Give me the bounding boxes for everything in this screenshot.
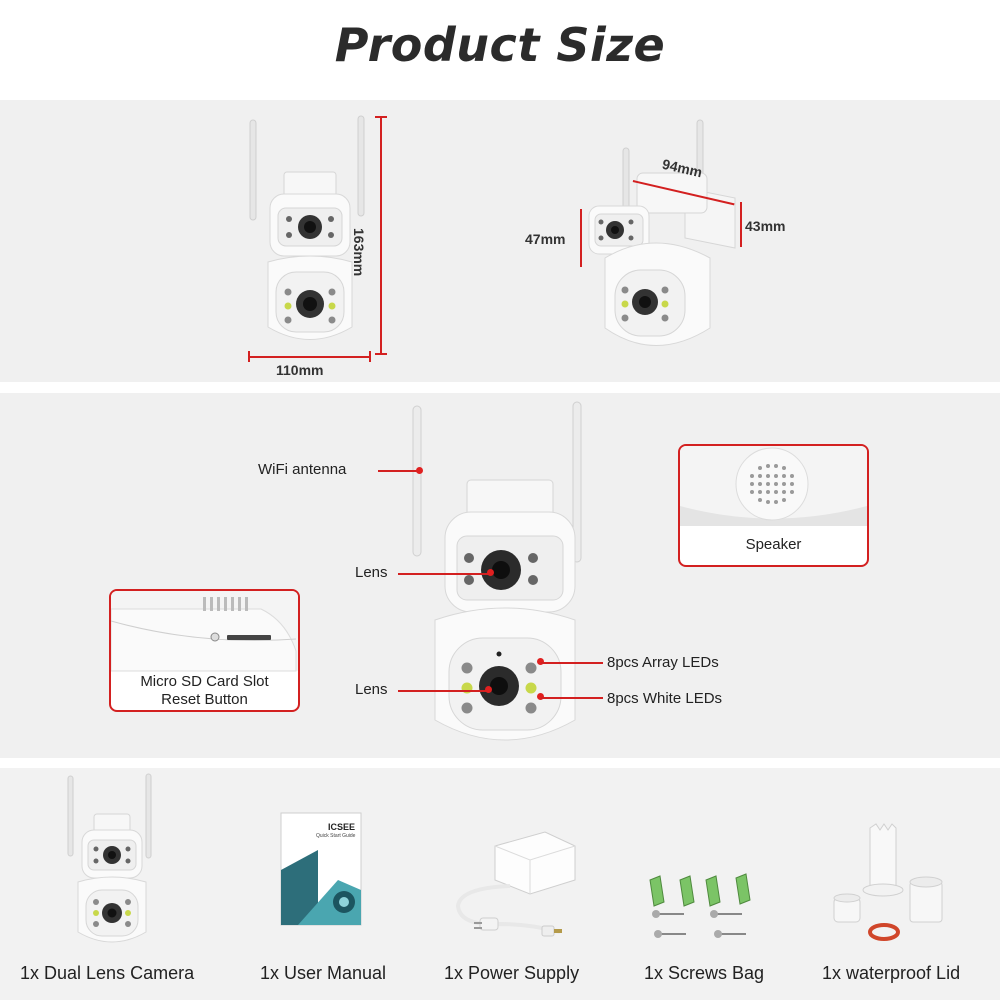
array-leds-pointer bbox=[541, 662, 603, 664]
package-contents-panel bbox=[0, 768, 1000, 1000]
reset-button-label: Reset Button bbox=[161, 691, 248, 708]
speaker-label: Speaker bbox=[745, 536, 802, 553]
lens-bottom-label: Lens bbox=[355, 681, 388, 698]
height-dimension-cap-top bbox=[375, 116, 387, 118]
width-dimension-line bbox=[248, 356, 370, 358]
width-dimension-cap-right bbox=[369, 351, 371, 362]
package-manual-illustration bbox=[280, 812, 362, 926]
white-leds-label: 8pcs White LEDs bbox=[607, 690, 723, 707]
camera-side-illustration bbox=[588, 119, 736, 346]
lens-top-pointer bbox=[398, 573, 490, 575]
wifi-antenna-pointer bbox=[378, 470, 418, 472]
lens-height-dimension-line bbox=[580, 209, 582, 267]
sd-slot-label: Micro SD Card Slot bbox=[140, 673, 269, 690]
package-power-supply-label: 1x Power Supply bbox=[444, 963, 580, 983]
array-leds-label: 8pcs Array LEDs bbox=[607, 654, 719, 671]
lens-bottom-pointer bbox=[398, 690, 488, 692]
camera-features-illustration bbox=[412, 401, 582, 741]
manual-brand: ICSEE bbox=[328, 822, 356, 832]
package-power-supply-illustration bbox=[455, 831, 576, 937]
lens-top-label: Lens bbox=[355, 564, 388, 581]
lens-top-dot bbox=[487, 569, 494, 576]
lens-bottom-dot bbox=[485, 686, 492, 693]
width-label: 110mm bbox=[276, 362, 324, 378]
package-waterproof-lid-illustration bbox=[833, 823, 943, 941]
page-title: Product Size bbox=[334, 18, 666, 72]
height-dimension-line bbox=[380, 116, 382, 354]
wifi-antenna-dot bbox=[416, 467, 423, 474]
sd-slot-callout: Micro SD Card Slot Reset Button bbox=[109, 589, 300, 712]
array-leds-dot bbox=[537, 658, 544, 665]
package-manual-label: 1x User Manual bbox=[260, 963, 387, 983]
speaker-callout: Speaker bbox=[678, 444, 869, 567]
sd-slot-illustration bbox=[111, 591, 298, 672]
height-dimension-cap-bottom bbox=[375, 353, 387, 355]
package-camera-illustration bbox=[67, 773, 152, 943]
camera-front-illustration bbox=[249, 115, 365, 340]
package-lid-label: 1x waterproof Lid bbox=[822, 963, 961, 983]
width-dimension-cap-left bbox=[248, 351, 250, 362]
speaker-grille-illustration bbox=[680, 446, 867, 526]
package-camera-label: 1x Dual Lens Camera bbox=[20, 963, 195, 983]
lens-height-label: 47mm bbox=[525, 231, 566, 247]
mount-height-dimension-line bbox=[740, 202, 742, 247]
white-leds-dot bbox=[537, 693, 544, 700]
height-label: 163mm bbox=[351, 228, 367, 277]
manual-subtitle: Quick Start Guide bbox=[316, 833, 356, 839]
mount-height-label: 43mm bbox=[745, 218, 786, 234]
package-screws-label: 1x Screws Bag bbox=[644, 963, 765, 983]
white-leds-pointer bbox=[541, 697, 603, 699]
product-size-panel bbox=[0, 100, 1000, 382]
wifi-antenna-label: WiFi antenna bbox=[258, 461, 347, 478]
package-screws-illustration bbox=[649, 873, 751, 938]
